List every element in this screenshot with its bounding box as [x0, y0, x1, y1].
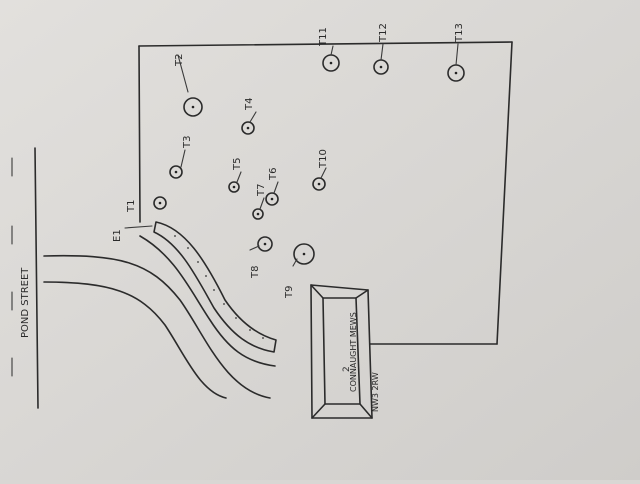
label-t2: T2 [174, 54, 185, 67]
tree-t9-symbol [293, 243, 315, 265]
label-t4: T4 [244, 98, 255, 111]
tree-t7-symbol [252, 208, 264, 220]
property-boundary [138, 41, 513, 345]
building-outline [310, 284, 373, 419]
label-t1: T1 [126, 200, 137, 213]
building-postcode: NW3 2RW [371, 372, 380, 412]
driveway-lines [43, 235, 276, 399]
tree-t1-symbol [153, 196, 167, 210]
hatch-dots [174, 235, 264, 339]
building-number: 2 [342, 366, 352, 372]
label-t6: T6 [268, 168, 279, 181]
label-t8: T8 [250, 266, 261, 279]
street-lines [11, 147, 39, 409]
label-t13: T13 [454, 23, 465, 43]
label-t12: T12 [378, 23, 389, 43]
label-t7: T7 [256, 184, 267, 197]
tree-t6-symbol [265, 192, 279, 206]
hatched-strip [153, 221, 277, 353]
tree-t4-symbol [241, 121, 255, 135]
label-t11: T11 [318, 27, 329, 47]
tree-t10-symbol [312, 177, 326, 191]
tree-t3-symbol [169, 165, 183, 179]
label-e1: E1 [112, 229, 123, 242]
leader-lines [124, 43, 459, 267]
tree-t8-symbol [257, 236, 273, 252]
tree-t5-symbol [228, 181, 240, 193]
label-t9: T9 [284, 286, 295, 299]
tree-t2-symbol [183, 97, 203, 117]
label-t5: T5 [232, 158, 243, 171]
label-t3: T3 [182, 136, 193, 149]
street-label: POND STREET [20, 267, 31, 338]
label-t10: T10 [318, 149, 329, 169]
tree-centres [158, 61, 458, 256]
building-name: CONNAUGHT MEWS [349, 312, 358, 392]
tree-symbols [153, 54, 465, 265]
